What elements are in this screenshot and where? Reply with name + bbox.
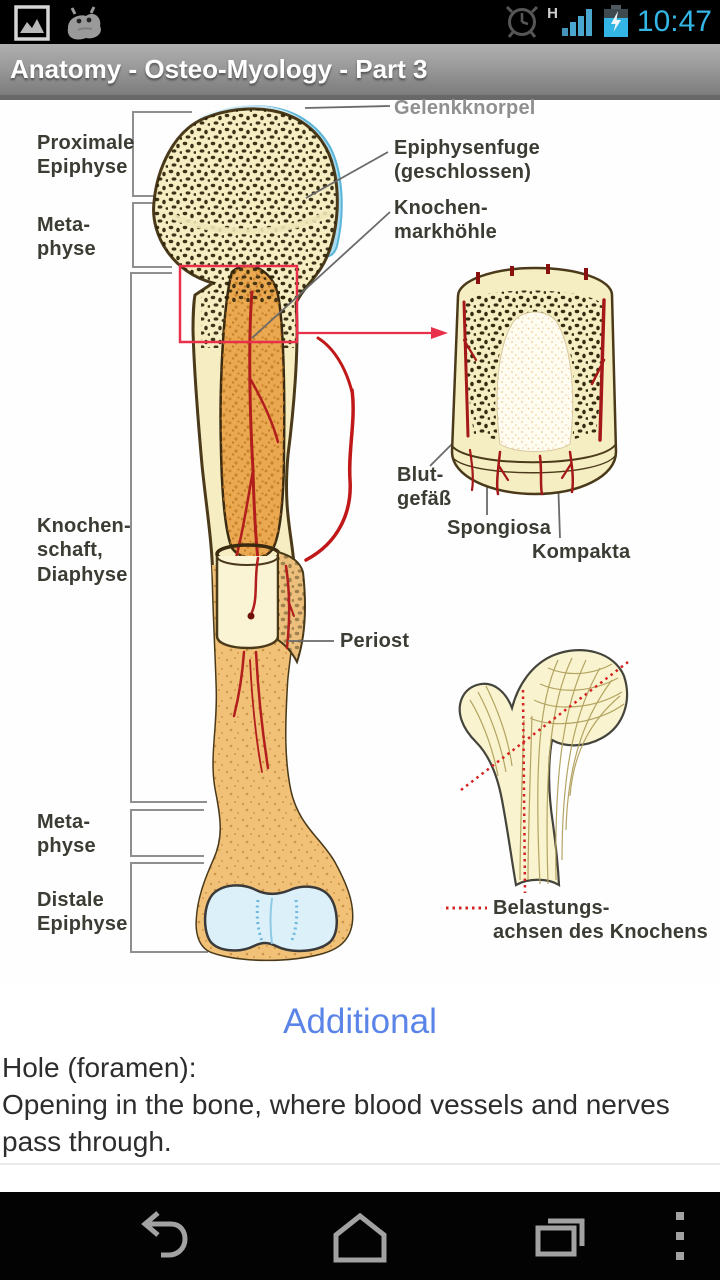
android-app-icon	[67, 6, 101, 40]
label-load-axes: Belastungs- achsen des Knochens	[493, 897, 708, 944]
label-diaphysis: Knochen- schaft, Diaphyse	[37, 515, 131, 586]
label-periosteum: Periost	[340, 630, 410, 652]
battery-charging-icon	[603, 5, 628, 37]
label-articular-cartilage: Gelenkknorpel	[394, 97, 536, 119]
notification-icons	[14, 5, 102, 41]
recents-button[interactable]	[500, 1192, 620, 1280]
home-button[interactable]	[300, 1192, 420, 1280]
cross-section-inset	[450, 264, 618, 496]
highlight-box	[178, 264, 299, 344]
page-title: Anatomy - Osteo-Myology - Part 3	[10, 54, 428, 84]
additional-heading: Additional	[283, 1002, 437, 1041]
region-brackets	[130, 111, 208, 953]
anatomy-figure: Proximale Epiphyse Meta- physe Knochen- …	[0, 95, 720, 985]
bone-diagram	[130, 105, 629, 962]
clock: 10:47	[636, 5, 712, 38]
label-distal-epiphysis: Distale Epiphyse	[37, 889, 128, 936]
label-epiphyseal-plate: Epiphysenfuge (geschlossen)	[394, 137, 540, 184]
screenshot-notification-icon	[14, 5, 50, 41]
signal-strength-icon	[561, 9, 592, 36]
note-text: Hole (foramen): Opening in the bone, whe…	[2, 1050, 716, 1161]
status-bar: H 10:47	[0, 0, 720, 44]
femur-illustration	[152, 105, 355, 962]
label-marrow-cavity: Knochen- markhöhle	[394, 197, 497, 244]
recents-icon	[535, 1218, 585, 1257]
label-spongy-bone: Spongiosa	[447, 517, 552, 539]
load-axes-inset	[458, 649, 629, 894]
network-type-label: H	[547, 4, 558, 22]
image-top-edge	[0, 95, 720, 100]
back-icon	[141, 1211, 188, 1258]
home-icon	[333, 1212, 387, 1263]
title-bar: Anatomy - Osteo-Myology - Part 3	[0, 44, 720, 96]
menu-overflow-button[interactable]	[630, 1192, 720, 1280]
back-button[interactable]	[100, 1192, 220, 1280]
label-compact-bone: Kompakta	[532, 541, 631, 563]
label-proximal-epiphysis: Proximale Epiphyse	[37, 132, 135, 179]
alarm-icon	[506, 5, 539, 38]
content-divider	[0, 1163, 720, 1165]
inset-arrow	[297, 327, 448, 339]
note-term: Hole (foramen):	[2, 1052, 197, 1083]
label-blood-vessel: Blut- gefäß	[397, 464, 452, 511]
menu-overflow-icon	[676, 1212, 684, 1260]
label-metaphysis-upper: Meta- physe	[37, 214, 96, 261]
note-definition: Opening in the bone, where blood vessels…	[2, 1088, 670, 1157]
navigation-bar	[0, 1192, 720, 1280]
label-metaphysis-lower: Meta- physe	[37, 811, 96, 858]
